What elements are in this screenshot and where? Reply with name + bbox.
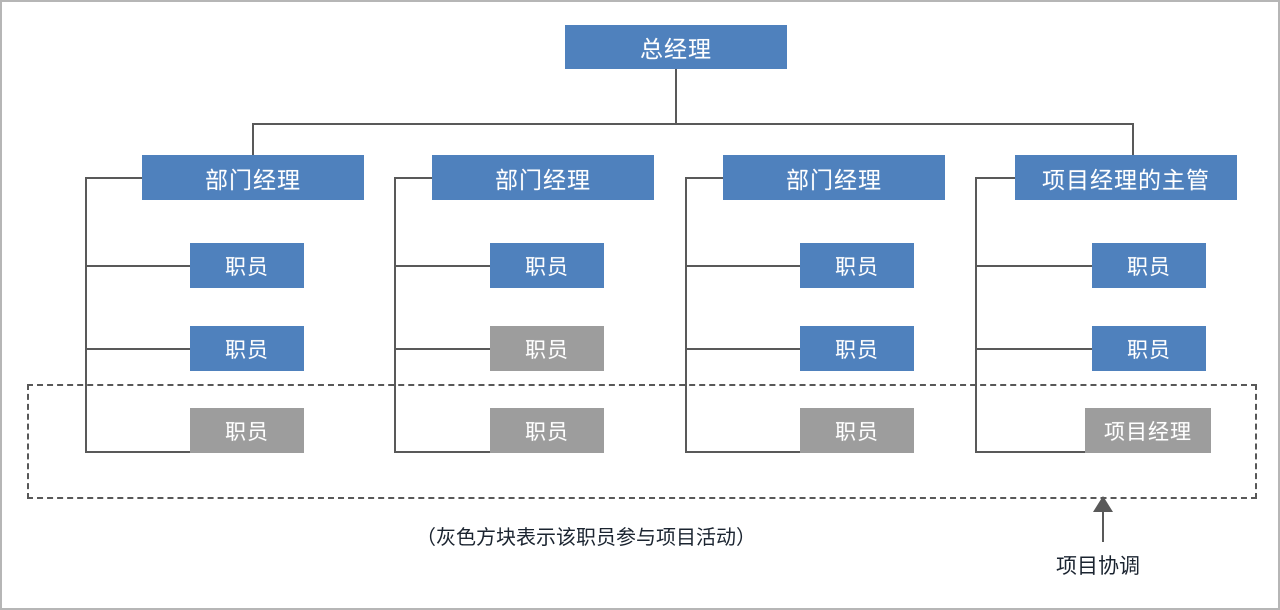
connector-branch-1-0 bbox=[85, 265, 190, 267]
connector-branch-2-0 bbox=[394, 265, 490, 267]
connector-branch-3-manager bbox=[685, 177, 723, 179]
connector-trunk-1 bbox=[85, 177, 87, 453]
connector-branch-3-1 bbox=[685, 348, 800, 350]
connector-branch-3-2 bbox=[685, 451, 800, 453]
node-project-manager-supervisor[interactable]: 项目经理的主管 bbox=[1015, 155, 1237, 200]
connector-branch-4-2 bbox=[975, 451, 1085, 453]
connector-branch-2-1 bbox=[394, 348, 490, 350]
node-staff-2-1[interactable]: 职员 bbox=[490, 326, 604, 371]
connector-trunk-4 bbox=[975, 177, 977, 453]
coordination-arrow-head bbox=[1093, 496, 1113, 512]
connector-bus bbox=[252, 123, 1134, 125]
connector-branch-3-0 bbox=[685, 265, 800, 267]
node-staff-2-0[interactable]: 职员 bbox=[490, 243, 604, 288]
node-department-manager-2[interactable]: 部门经理 bbox=[432, 155, 654, 200]
node-general-manager[interactable]: 总经理 bbox=[565, 25, 787, 69]
project-scope-boundary bbox=[27, 384, 1257, 499]
coordination-label: 项目协调 bbox=[1056, 555, 1140, 578]
node-staff-4-0[interactable]: 职员 bbox=[1092, 243, 1206, 288]
connector-branch-4-1 bbox=[975, 348, 1092, 350]
node-staff-1-0[interactable]: 职员 bbox=[190, 243, 304, 288]
node-staff-3-2[interactable]: 职员 bbox=[800, 408, 914, 453]
node-department-manager-1[interactable]: 部门经理 bbox=[142, 155, 364, 200]
connector-branch-1-2 bbox=[85, 451, 190, 453]
connector-branch-1-1 bbox=[85, 348, 190, 350]
connector-branch-4-manager bbox=[975, 177, 1015, 179]
connector-branch-2-2 bbox=[394, 451, 490, 453]
coordination-arrow-shaft bbox=[1102, 510, 1104, 542]
connector-branch-4-0 bbox=[975, 265, 1092, 267]
node-staff-4-1[interactable]: 职员 bbox=[1092, 326, 1206, 371]
node-staff-3-1[interactable]: 职员 bbox=[800, 326, 914, 371]
connector-branch-1-manager bbox=[85, 177, 142, 179]
node-staff-3-0[interactable]: 职员 bbox=[800, 243, 914, 288]
node-staff-2-2[interactable]: 职员 bbox=[490, 408, 604, 453]
connector-branch-2-manager bbox=[394, 177, 432, 179]
connector-trunk-2 bbox=[394, 177, 396, 453]
connector-root-stem bbox=[675, 69, 677, 124]
connector-bus-drop-left bbox=[252, 123, 254, 156]
connector-bus-drop-right bbox=[1132, 123, 1134, 156]
node-project-manager[interactable]: 项目经理 bbox=[1085, 408, 1211, 453]
node-staff-1-2[interactable]: 职员 bbox=[190, 408, 304, 453]
connector-trunk-3 bbox=[685, 177, 687, 453]
legend-caption: （灰色方块表示该职员参与项目活动） bbox=[416, 527, 756, 549]
node-staff-1-1[interactable]: 职员 bbox=[190, 326, 304, 371]
node-department-manager-3[interactable]: 部门经理 bbox=[723, 155, 945, 200]
